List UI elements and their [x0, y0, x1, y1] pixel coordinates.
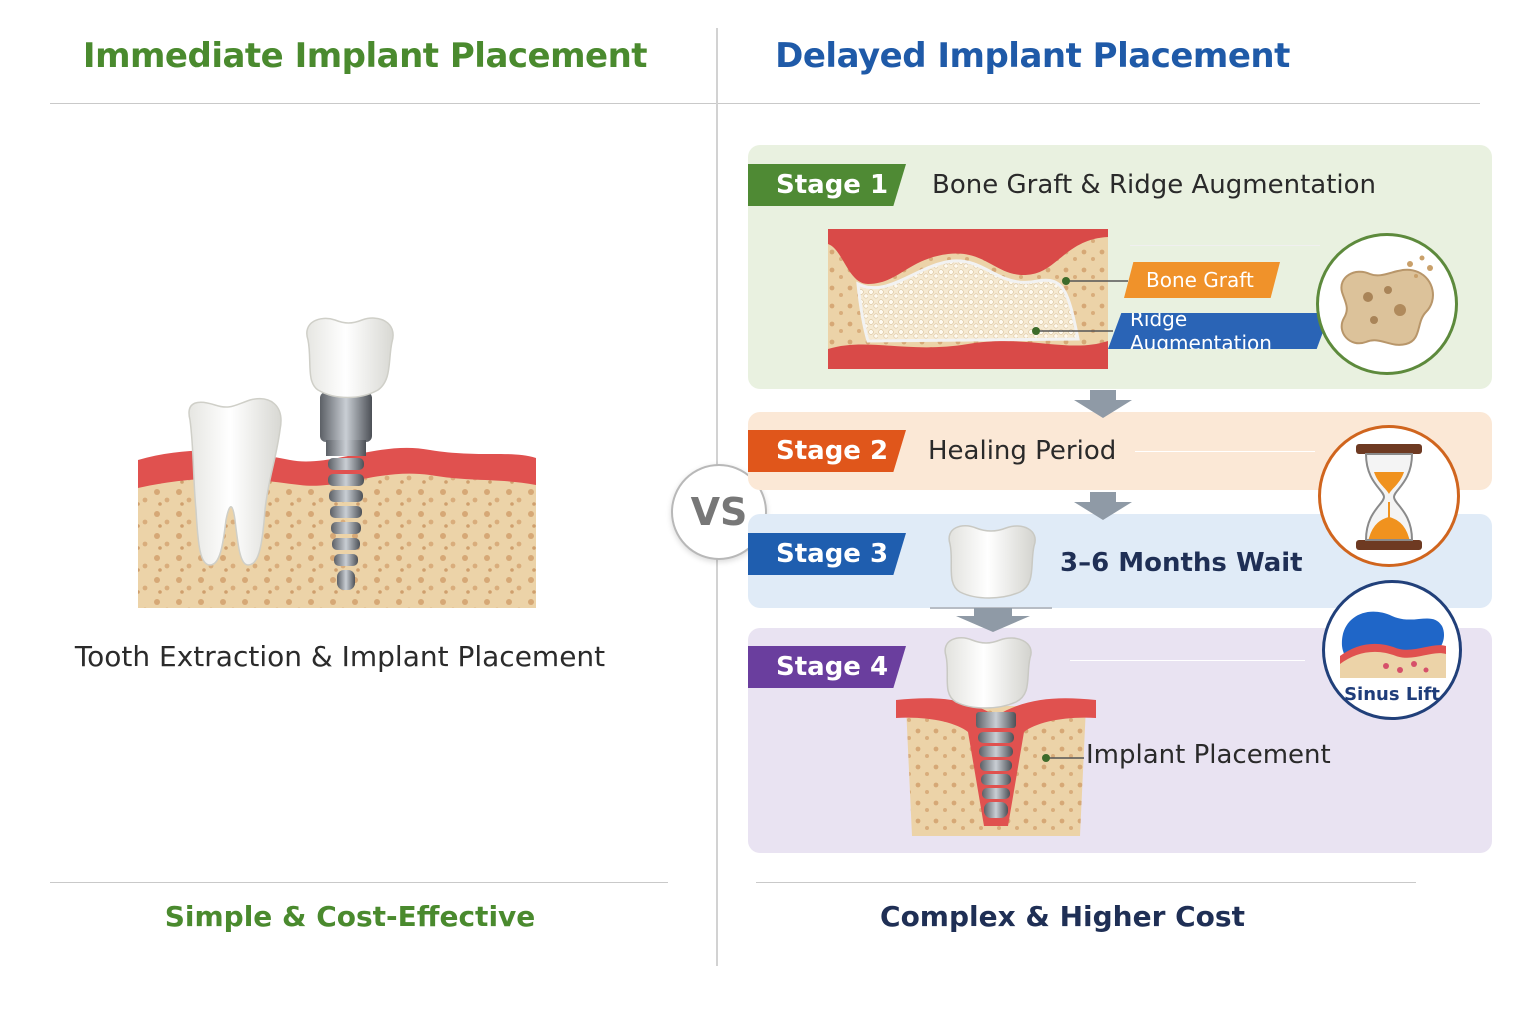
delayed-footer: Complex & Higher Cost	[880, 900, 1245, 933]
stage-4-title: Implant Placement	[1086, 740, 1331, 770]
ridge-augmentation-label: Ridge Augmentation	[1108, 313, 1330, 349]
footer-divider-left	[50, 882, 668, 883]
stage-3-tag: Stage 3	[748, 533, 906, 575]
header-divider	[50, 103, 1480, 104]
sinus-lift-label: Sinus Lift	[1344, 684, 1440, 705]
stage-1-title: Bone Graft & Ridge Augmentation	[932, 170, 1377, 200]
sinus-lift-icon	[1340, 611, 1446, 678]
arrow-down-icon	[1074, 390, 1132, 418]
stage-1-tag: Stage 1	[748, 164, 906, 206]
bone-graft-icon	[1340, 255, 1434, 346]
arrow-down-icon-2	[1074, 492, 1132, 520]
stage-2-tag: Stage 2	[748, 430, 906, 472]
delayed-title: Delayed Implant Placement	[775, 36, 1290, 76]
stage-4-rule	[1070, 660, 1305, 661]
bone-graft-label: Bone Graft	[1124, 262, 1280, 298]
immediate-illustration	[138, 317, 536, 608]
tooth-icon	[188, 398, 282, 566]
stage-4-tag: Stage 4	[748, 646, 906, 688]
stage-1-rule	[1130, 245, 1320, 246]
footer-divider-right	[756, 882, 1416, 883]
stage-3-title: 3–6 Months Wait	[1060, 548, 1303, 578]
stage-4-implant	[896, 636, 1096, 836]
bone-graft-illustration	[828, 229, 1128, 369]
implant-icon	[306, 317, 394, 590]
stage-2-title: Healing Period	[928, 436, 1117, 466]
stage-2-rule	[1135, 451, 1315, 452]
immediate-caption: Tooth Extraction & Implant Placement	[74, 640, 606, 673]
stage-3-crown	[930, 524, 1052, 632]
hourglass-icon	[1356, 444, 1422, 550]
immediate-footer: Simple & Cost-Effective	[164, 900, 536, 933]
immediate-title: Immediate Implant Placement	[82, 36, 648, 76]
